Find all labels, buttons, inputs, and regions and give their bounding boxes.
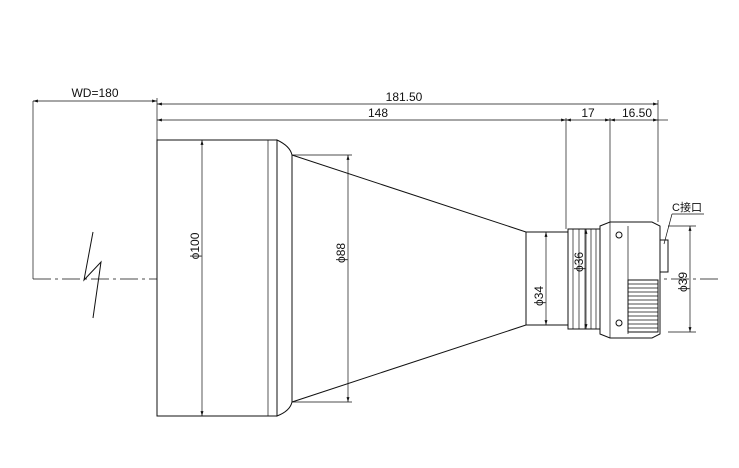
wd-label: WD=180 (71, 86, 118, 100)
dia-36-label: ϕ36 (572, 252, 586, 272)
dimension-dia-39: ϕ39 (668, 225, 696, 333)
dimension-dia-36: ϕ36 (572, 229, 588, 329)
dimension-dia-88: ϕ88 (292, 154, 352, 403)
mount-length-label: 16.50 (622, 106, 652, 120)
dimension-wd: WD=180 (33, 86, 157, 103)
dimension-mid-length: 17 (566, 106, 610, 122)
dimension-mount-length: 16.50 (610, 106, 668, 122)
mount-callout-label: C接口 (672, 201, 702, 214)
total-length-label: 181.50 (386, 90, 423, 104)
body-length-label: 148 (368, 106, 388, 120)
dimension-dia-34: ϕ34 (532, 232, 548, 325)
neck-section (525, 231, 569, 326)
mid-length-label: 17 (581, 106, 595, 120)
dia-39-label: ϕ39 (676, 272, 690, 292)
dimension-total-length: 181.50 (157, 90, 658, 106)
dimension-body-length: 148 (157, 106, 566, 122)
dimension-dia-100: ϕ100 (188, 140, 204, 416)
dia-100-label: ϕ100 (188, 232, 202, 259)
knurled-ring (627, 279, 659, 333)
front-barrel (156, 139, 293, 417)
mount-callout: C接口 (663, 201, 704, 245)
working-distance-marker (32, 101, 102, 319)
dia-88-label: ϕ88 (334, 243, 348, 263)
dia-34-label: ϕ34 (532, 286, 546, 306)
conical-taper (291, 154, 527, 403)
ribbed-section (567, 228, 601, 330)
